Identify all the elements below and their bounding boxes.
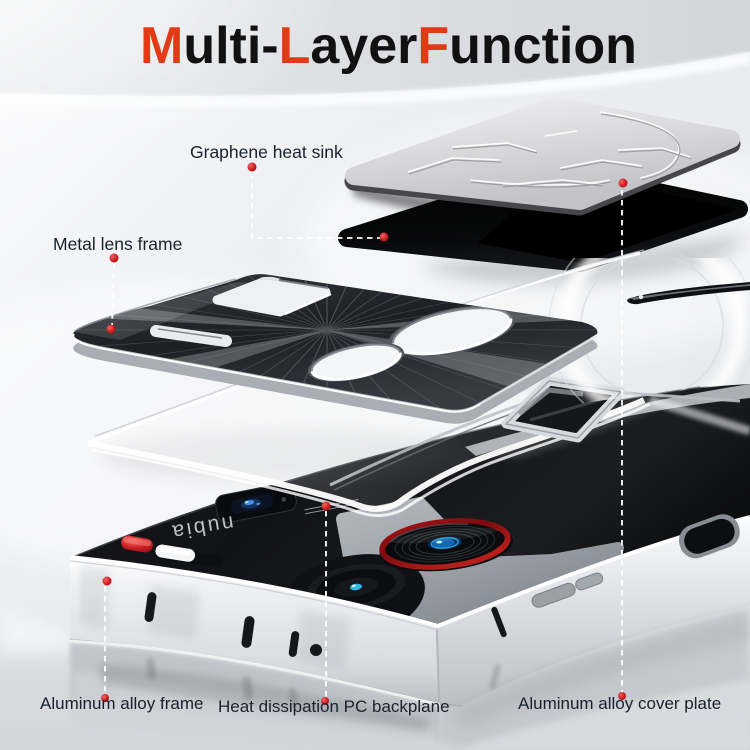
svg-text:Aluminum alloy frame: Aluminum alloy frame <box>40 694 203 713</box>
svg-text:Multi-LayerFunction: Multi-LayerFunction <box>140 17 637 75</box>
svg-text:Metal lens frame: Metal lens frame <box>53 234 182 254</box>
svg-text:Graphene heat sink: Graphene heat sink <box>190 142 343 162</box>
svg-text:Heat dissipation PC backplane: Heat dissipation PC backplane <box>218 697 450 716</box>
svg-text:Aluminum alloy cover plate: Aluminum alloy cover plate <box>518 694 721 713</box>
